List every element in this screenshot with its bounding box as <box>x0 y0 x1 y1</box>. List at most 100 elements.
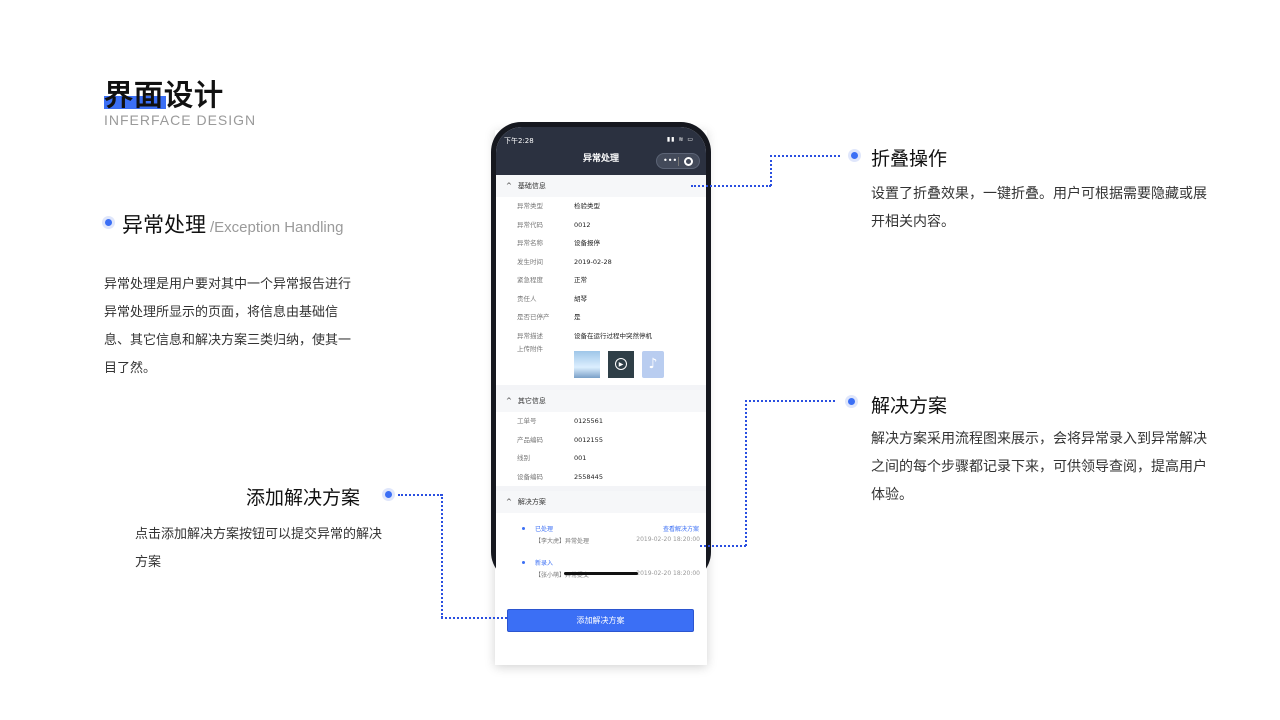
info-row: 是否已停产 是 <box>496 308 706 327</box>
bullet-dot-icon <box>385 491 392 498</box>
connector-line <box>441 617 507 619</box>
timeline-dot-icon <box>522 561 525 564</box>
connector-line <box>745 400 747 546</box>
info-row: 异常名称 设备报停 <box>496 234 706 253</box>
info-value: 设备报停 <box>574 239 600 247</box>
solution-heading: 解决方案 <box>871 395 948 417</box>
info-key: 是否已停产 <box>517 313 550 321</box>
add-solution-heading: 添加解决方案 <box>246 487 361 509</box>
basic-info-header[interactable]: ^ 基础信息 <box>496 175 706 197</box>
info-key: 异常类型 <box>517 202 543 210</box>
info-row: 异常描述 设备在运行过程中突然停机 <box>496 327 706 346</box>
status-and-nav-bar: 下午2:28 ▮▮ ≋ ▭ 异常处理 ••• <box>496 127 706 175</box>
info-value: 检验类型 <box>574 202 600 210</box>
solutions-header[interactable]: ^ 解决方案 <box>496 491 706 513</box>
info-value: 正常 <box>574 276 587 284</box>
connector-line <box>770 155 772 186</box>
solution-timeline-item: 已处理 查看解决方案 【李大虎】异常处理 2019-02-20 18:20:00 <box>496 521 706 555</box>
signal-wifi-battery-icon: ▮▮ ≋ ▭ <box>666 136 694 143</box>
add-solution-description: 点击添加解决方案按钮可以提交异常的解决方案 <box>135 527 383 570</box>
fold-description: 设置了折叠效果，一键折叠。用户可根据需要隐藏或展开相关内容。 <box>871 186 1207 230</box>
info-value: 胡琴 <box>574 294 587 303</box>
video-attachment-thumbnail[interactable]: ▶ <box>608 351 634 378</box>
info-key: 设备编码 <box>517 472 543 481</box>
solutions-title: 解决方案 <box>517 498 546 506</box>
chevron-up-icon[interactable]: ^ <box>506 182 512 190</box>
image-attachment-thumbnail[interactable] <box>574 351 600 378</box>
nav-title: 异常处理 <box>582 154 619 164</box>
info-row: 异常类型 检验类型 <box>496 197 706 216</box>
solutions-section: ^ 解决方案 已处理 查看解决方案 【李大虎】异常处理 2019-02-20 18… <box>496 491 706 664</box>
add-solution-button[interactable]: 添加解决方案 <box>507 609 694 632</box>
music-file-icon[interactable]: ♪ <box>642 351 664 378</box>
info-key: 发生时间 <box>517 257 543 266</box>
info-key: 异常名称 <box>517 239 543 247</box>
info-key: 线别 <box>517 454 530 462</box>
page-title: 界面设计 <box>104 78 225 112</box>
exception-heading-en: /Exception Handling <box>210 219 344 236</box>
phone-screen: 下午2:28 ▮▮ ≋ ▭ 异常处理 ••• ^ 基础信息 异常类型 检验类型 异常… <box>496 127 706 664</box>
other-info-title: 其它信息 <box>517 397 546 405</box>
status-time: 下午2:28 <box>504 137 534 145</box>
info-key: 异常代码 <box>517 220 543 229</box>
basic-info-title: 基础信息 <box>517 182 546 190</box>
info-key: 异常描述 <box>517 331 543 340</box>
info-row: 产品编码 0012155 <box>496 431 706 450</box>
info-row: 紧急程度 正常 <box>496 271 706 290</box>
fold-heading: 折叠操作 <box>871 148 948 170</box>
title-accent-bar <box>104 96 166 109</box>
capsule-divider <box>678 157 679 166</box>
info-key: 产品编码 <box>517 435 543 444</box>
attachments-row: 上传附件 ▶ ♪ <box>496 345 706 385</box>
chevron-up-icon[interactable]: ^ <box>506 397 512 405</box>
connector-line <box>770 155 840 157</box>
chevron-up-icon[interactable]: ^ <box>506 498 512 506</box>
timeline-dot-icon <box>522 527 525 530</box>
title-block: 界面设计 <box>104 72 224 114</box>
info-row: 责任人 胡琴 <box>496 290 706 309</box>
connector-line <box>398 494 442 496</box>
solution-time: 2019-02-20 18:20:00 <box>636 570 700 577</box>
bullet-dot-icon <box>105 219 112 226</box>
close-target-icon[interactable] <box>684 157 693 166</box>
info-value: 2019-02-28 <box>574 257 612 266</box>
info-key: 责任人 <box>517 294 537 303</box>
info-row: 线别 001 <box>496 449 706 468</box>
exception-description: 异常处理是用户要对其中一个异常报告进行异常处理所显示的页面，将信息由基础信息、其… <box>104 277 352 376</box>
connector-line <box>691 185 771 187</box>
solution-timeline-item: 新录入 【张小萌】异常提交 2019-02-20 18:20:00 <box>496 555 706 589</box>
mini-program-capsule[interactable]: ••• <box>656 153 700 169</box>
solution-actor: 【李大虎】异常处理 <box>535 538 590 545</box>
info-key: 紧急程度 <box>517 276 543 284</box>
page-subtitle: INFERFACE DESIGN <box>104 112 257 128</box>
connector-line <box>441 494 443 618</box>
exception-heading-cn: 异常处理 <box>122 213 206 237</box>
info-value: 是 <box>574 313 581 321</box>
connector-line <box>700 545 746 547</box>
other-info-header[interactable]: ^ 其它信息 <box>496 390 706 412</box>
info-value: 0012155 <box>574 435 603 444</box>
info-value: 0125561 <box>574 417 603 425</box>
info-row: 发生时间 2019-02-28 <box>496 253 706 272</box>
solution-status: 已处理 <box>535 526 554 533</box>
solution-description: 解决方案采用流程图来展示，会将异常录入到异常解决之间的每个步骤都记录下来，可供领… <box>871 431 1207 503</box>
info-value: 设备在运行过程中突然停机 <box>574 331 652 340</box>
exception-heading: 异常处理/Exception Handling <box>122 209 343 239</box>
bullet-dot-icon <box>848 398 855 405</box>
solution-actor: 【张小萌】异常提交 <box>535 572 590 579</box>
info-key: 工单号 <box>517 417 537 425</box>
play-icon: ▶ <box>615 358 627 370</box>
more-icon[interactable]: ••• <box>663 156 678 165</box>
bullet-dot-icon <box>851 152 858 159</box>
solution-status: 新录入 <box>535 560 554 567</box>
attachments-label: 上传附件 <box>517 345 543 353</box>
info-row: 工单号 0125561 <box>496 412 706 431</box>
info-value: 001 <box>574 454 587 462</box>
view-solution-link[interactable]: 查看解决方案 <box>662 526 699 533</box>
connector-line <box>745 400 835 402</box>
